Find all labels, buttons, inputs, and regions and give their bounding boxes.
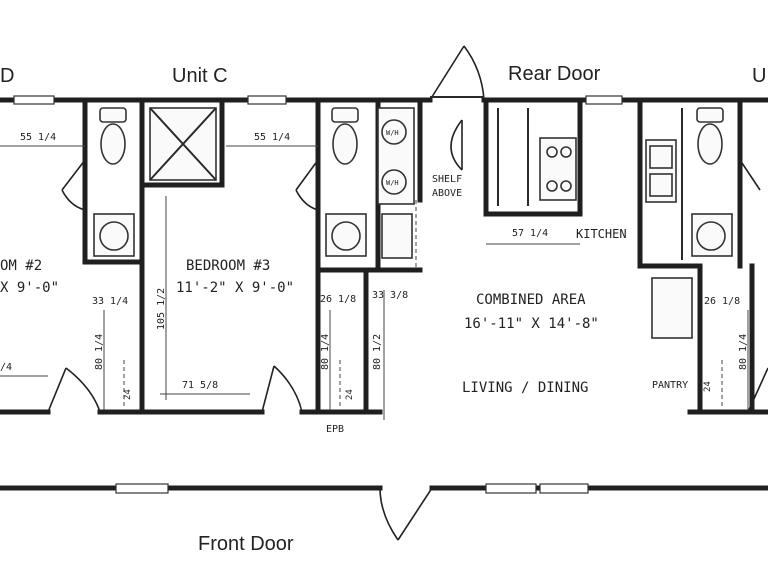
unit-b-label: U (752, 65, 766, 87)
wh-bottom-label: W/H (386, 179, 399, 187)
unit-d-label: D (0, 65, 14, 87)
bedroom-2-name: OM #2 (0, 258, 42, 274)
bedroom-2-size: X 9'-0" (0, 280, 59, 296)
window-top-1 (13, 95, 55, 105)
dimension-lines (0, 145, 749, 420)
bedroom-3-size: 11'-2" X 9'-0" (176, 280, 294, 296)
rear-door (429, 45, 485, 101)
front-door (379, 487, 433, 541)
utility-box (381, 213, 413, 259)
closet-door (747, 367, 768, 413)
window-bottom-2 (485, 483, 537, 494)
interior-walls (0, 97, 768, 415)
bath-door (61, 159, 86, 211)
dim-80c: 80 1/2 (372, 334, 383, 370)
unit-c-label: Unit C (172, 65, 228, 87)
bath-door (295, 159, 319, 211)
front-door-label: Front Door (198, 533, 294, 555)
combined-area-size: 16'-11" X 14'-8" (464, 316, 599, 332)
bedroom-3-name: BEDROOM #3 (186, 258, 270, 274)
window-top-2 (247, 95, 287, 105)
dim-80a: 80 1/4 (94, 334, 105, 370)
dim-80d: 80 1/4 (738, 334, 749, 370)
pantry-label: PANTRY (652, 380, 688, 391)
dim-80b: 80 1/4 (320, 334, 331, 370)
wh-top-label: W/H (386, 129, 399, 137)
dim-24b: 24 (345, 389, 355, 400)
dim-105: 105 1/2 (156, 288, 167, 330)
shower-stall (149, 107, 217, 181)
kitchen-sink-icon (645, 139, 677, 203)
dim-26a: 26 1/8 (320, 294, 356, 305)
washer-icon (377, 107, 415, 205)
dim-26b: 26 1/8 (704, 296, 740, 307)
bath-door (739, 159, 761, 191)
epb-label: EPB (326, 424, 344, 435)
window-bottom-1 (115, 483, 169, 494)
dim-71: 71 5/8 (182, 380, 218, 391)
bedroom-door (47, 367, 101, 413)
living-dining-label: LIVING / DINING (462, 380, 588, 396)
pantry-box (651, 277, 693, 339)
toilet-icon (331, 107, 359, 165)
closet-rods (123, 200, 723, 406)
toilet-icon (99, 107, 127, 165)
window-bottom-3 (539, 483, 589, 494)
sink-icon (325, 213, 367, 257)
shelf-label: SHELF (432, 174, 462, 185)
bath-door (450, 119, 463, 171)
sink-icon (93, 213, 135, 257)
rear-door-label: Rear Door (508, 63, 601, 85)
dim-33a: 33 1/4 (92, 296, 128, 307)
dim-24c: 24 (703, 381, 713, 392)
dim-33b: 33 3/8 (372, 290, 408, 301)
dim-57: 57 1/4 (512, 228, 548, 239)
dim-quarter: /4 (0, 362, 12, 373)
dim-24a: 24 (123, 389, 133, 400)
stove-icon (539, 137, 577, 201)
combined-area-name: COMBINED AREA (476, 292, 586, 308)
dim-55-left: 55 1/4 (20, 132, 56, 143)
window-top-3 (585, 95, 623, 105)
above-label: ABOVE (432, 188, 462, 199)
kitchen-label: KITCHEN (576, 227, 627, 241)
toilet-icon (696, 107, 724, 165)
bedroom-door (261, 365, 303, 413)
sink-icon (691, 213, 733, 257)
dim-55-mid: 55 1/4 (254, 132, 290, 143)
